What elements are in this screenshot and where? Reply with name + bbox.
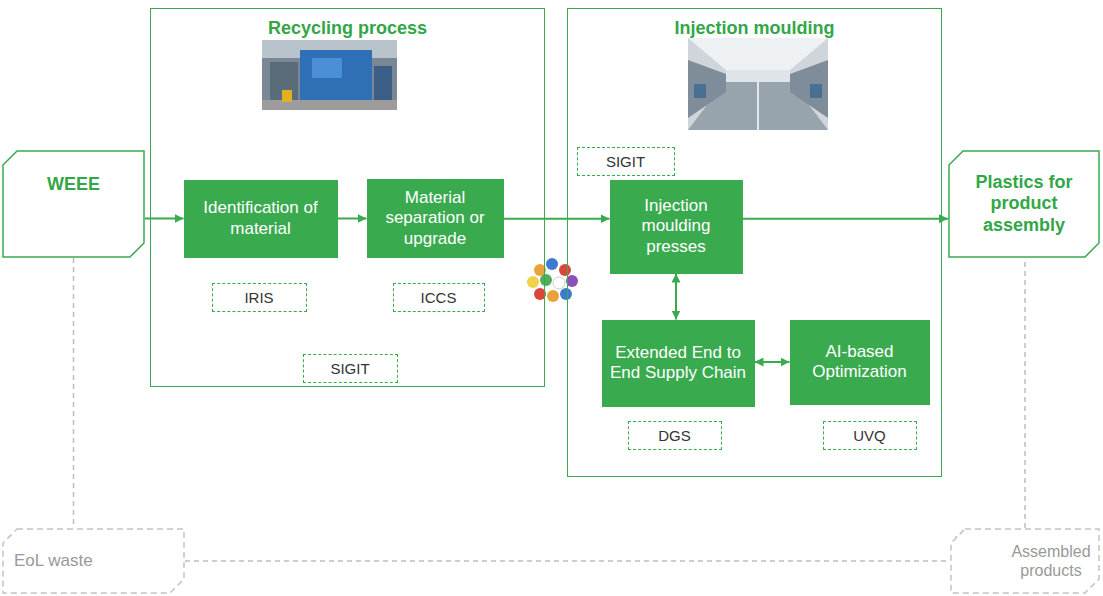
node-outline <box>951 529 1099 593</box>
lifecycle-box: Assembled products <box>950 528 1100 594</box>
node-label: Assembled products <box>1006 542 1096 580</box>
node-label: UVQ <box>853 427 886 444</box>
process-box: Material separation or upgrade <box>367 179 504 258</box>
node-label: SIGIT <box>606 153 645 170</box>
node-label: Plastics for product assembly <box>958 172 1090 237</box>
process-box: AI-based Optimization <box>790 320 930 405</box>
partner-tag: SIGIT <box>303 354 398 383</box>
node-outline <box>950 528 1100 594</box>
node-label: IRIS <box>244 289 273 306</box>
terminal-box: WEEE <box>2 150 145 258</box>
node-label: Injection moulding presses <box>618 196 735 257</box>
node-label: Recycling process <box>151 18 544 39</box>
flow-arrow <box>743 218 949 220</box>
lifecycle-box: EoL waste <box>2 528 185 594</box>
factory-hall-photo <box>688 38 828 130</box>
flow-arrow <box>504 218 610 220</box>
node-label: DGS <box>658 427 691 444</box>
node-label: Material separation or upgrade <box>375 188 496 249</box>
node-outline <box>949 151 1099 257</box>
lifecycle-link <box>185 560 950 562</box>
process-box: Extended End to End Supply Chain <box>602 320 755 407</box>
node-outline <box>3 529 184 593</box>
node-label: WEEE <box>47 174 100 196</box>
partner-tag: UVQ <box>823 421 917 450</box>
lifecycle-link <box>73 258 75 528</box>
flow-arrow <box>755 361 790 363</box>
node-label: ICCS <box>421 289 457 306</box>
flow-arrow <box>675 274 677 320</box>
partner-tag: SIGIT <box>577 147 675 176</box>
process-panel: Injection mouldingSIGIT Injection mouldin… <box>567 8 942 477</box>
plastic-pellets <box>527 258 578 302</box>
node-outline <box>2 150 145 258</box>
process-box: Injection moulding presses <box>610 180 743 274</box>
process-box: Identification of material <box>184 180 338 258</box>
process-panel: Recycling processIdentification of mater… <box>150 8 545 387</box>
node-label: Extended End to End Supply Chain <box>610 343 747 384</box>
lifecycle-link <box>1024 258 1026 528</box>
node-label: Injection moulding <box>568 18 941 39</box>
flow-arrow <box>338 218 367 220</box>
node-label: Identification of material <box>192 198 330 239</box>
recycling-plant-photo <box>262 40 397 110</box>
partner-tag: IRIS <box>212 283 307 312</box>
node-label: AI-based Optimization <box>798 342 922 383</box>
node-label: EoL waste <box>14 551 93 571</box>
node-outline <box>3 151 144 257</box>
node-label: SIGIT <box>330 360 369 377</box>
partner-tag: DGS <box>628 421 722 450</box>
partner-tag: ICCS <box>393 283 485 312</box>
terminal-box: Plastics for product assembly <box>948 150 1100 258</box>
